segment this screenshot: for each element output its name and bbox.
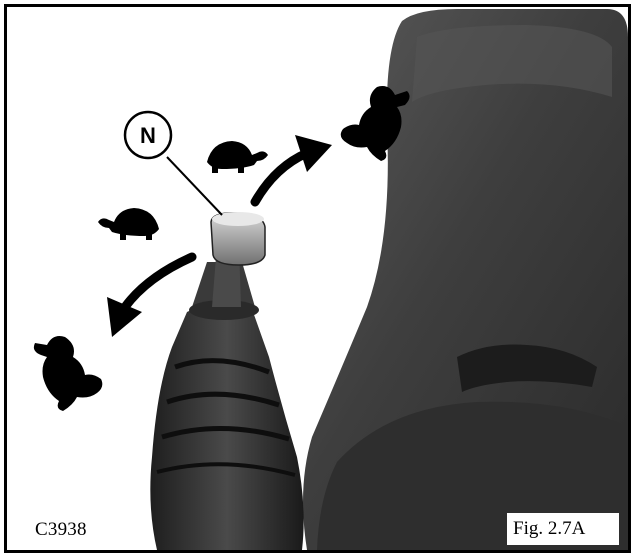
figure-caption: Fig. 2.7A [507,513,619,545]
figure-code: C3938 [35,519,87,541]
seat [303,9,628,550]
neutral-callout: N [125,112,222,215]
illustration: N [7,7,628,550]
tortoise-icon [207,141,268,173]
arrow-forward-icon [255,135,332,202]
hare-icon [34,336,102,411]
lever [211,212,265,307]
arrow-reverse-icon [107,257,192,337]
figure-frame: N [4,4,631,553]
tortoise-icon [98,208,159,240]
neutral-letter: N [140,123,156,148]
